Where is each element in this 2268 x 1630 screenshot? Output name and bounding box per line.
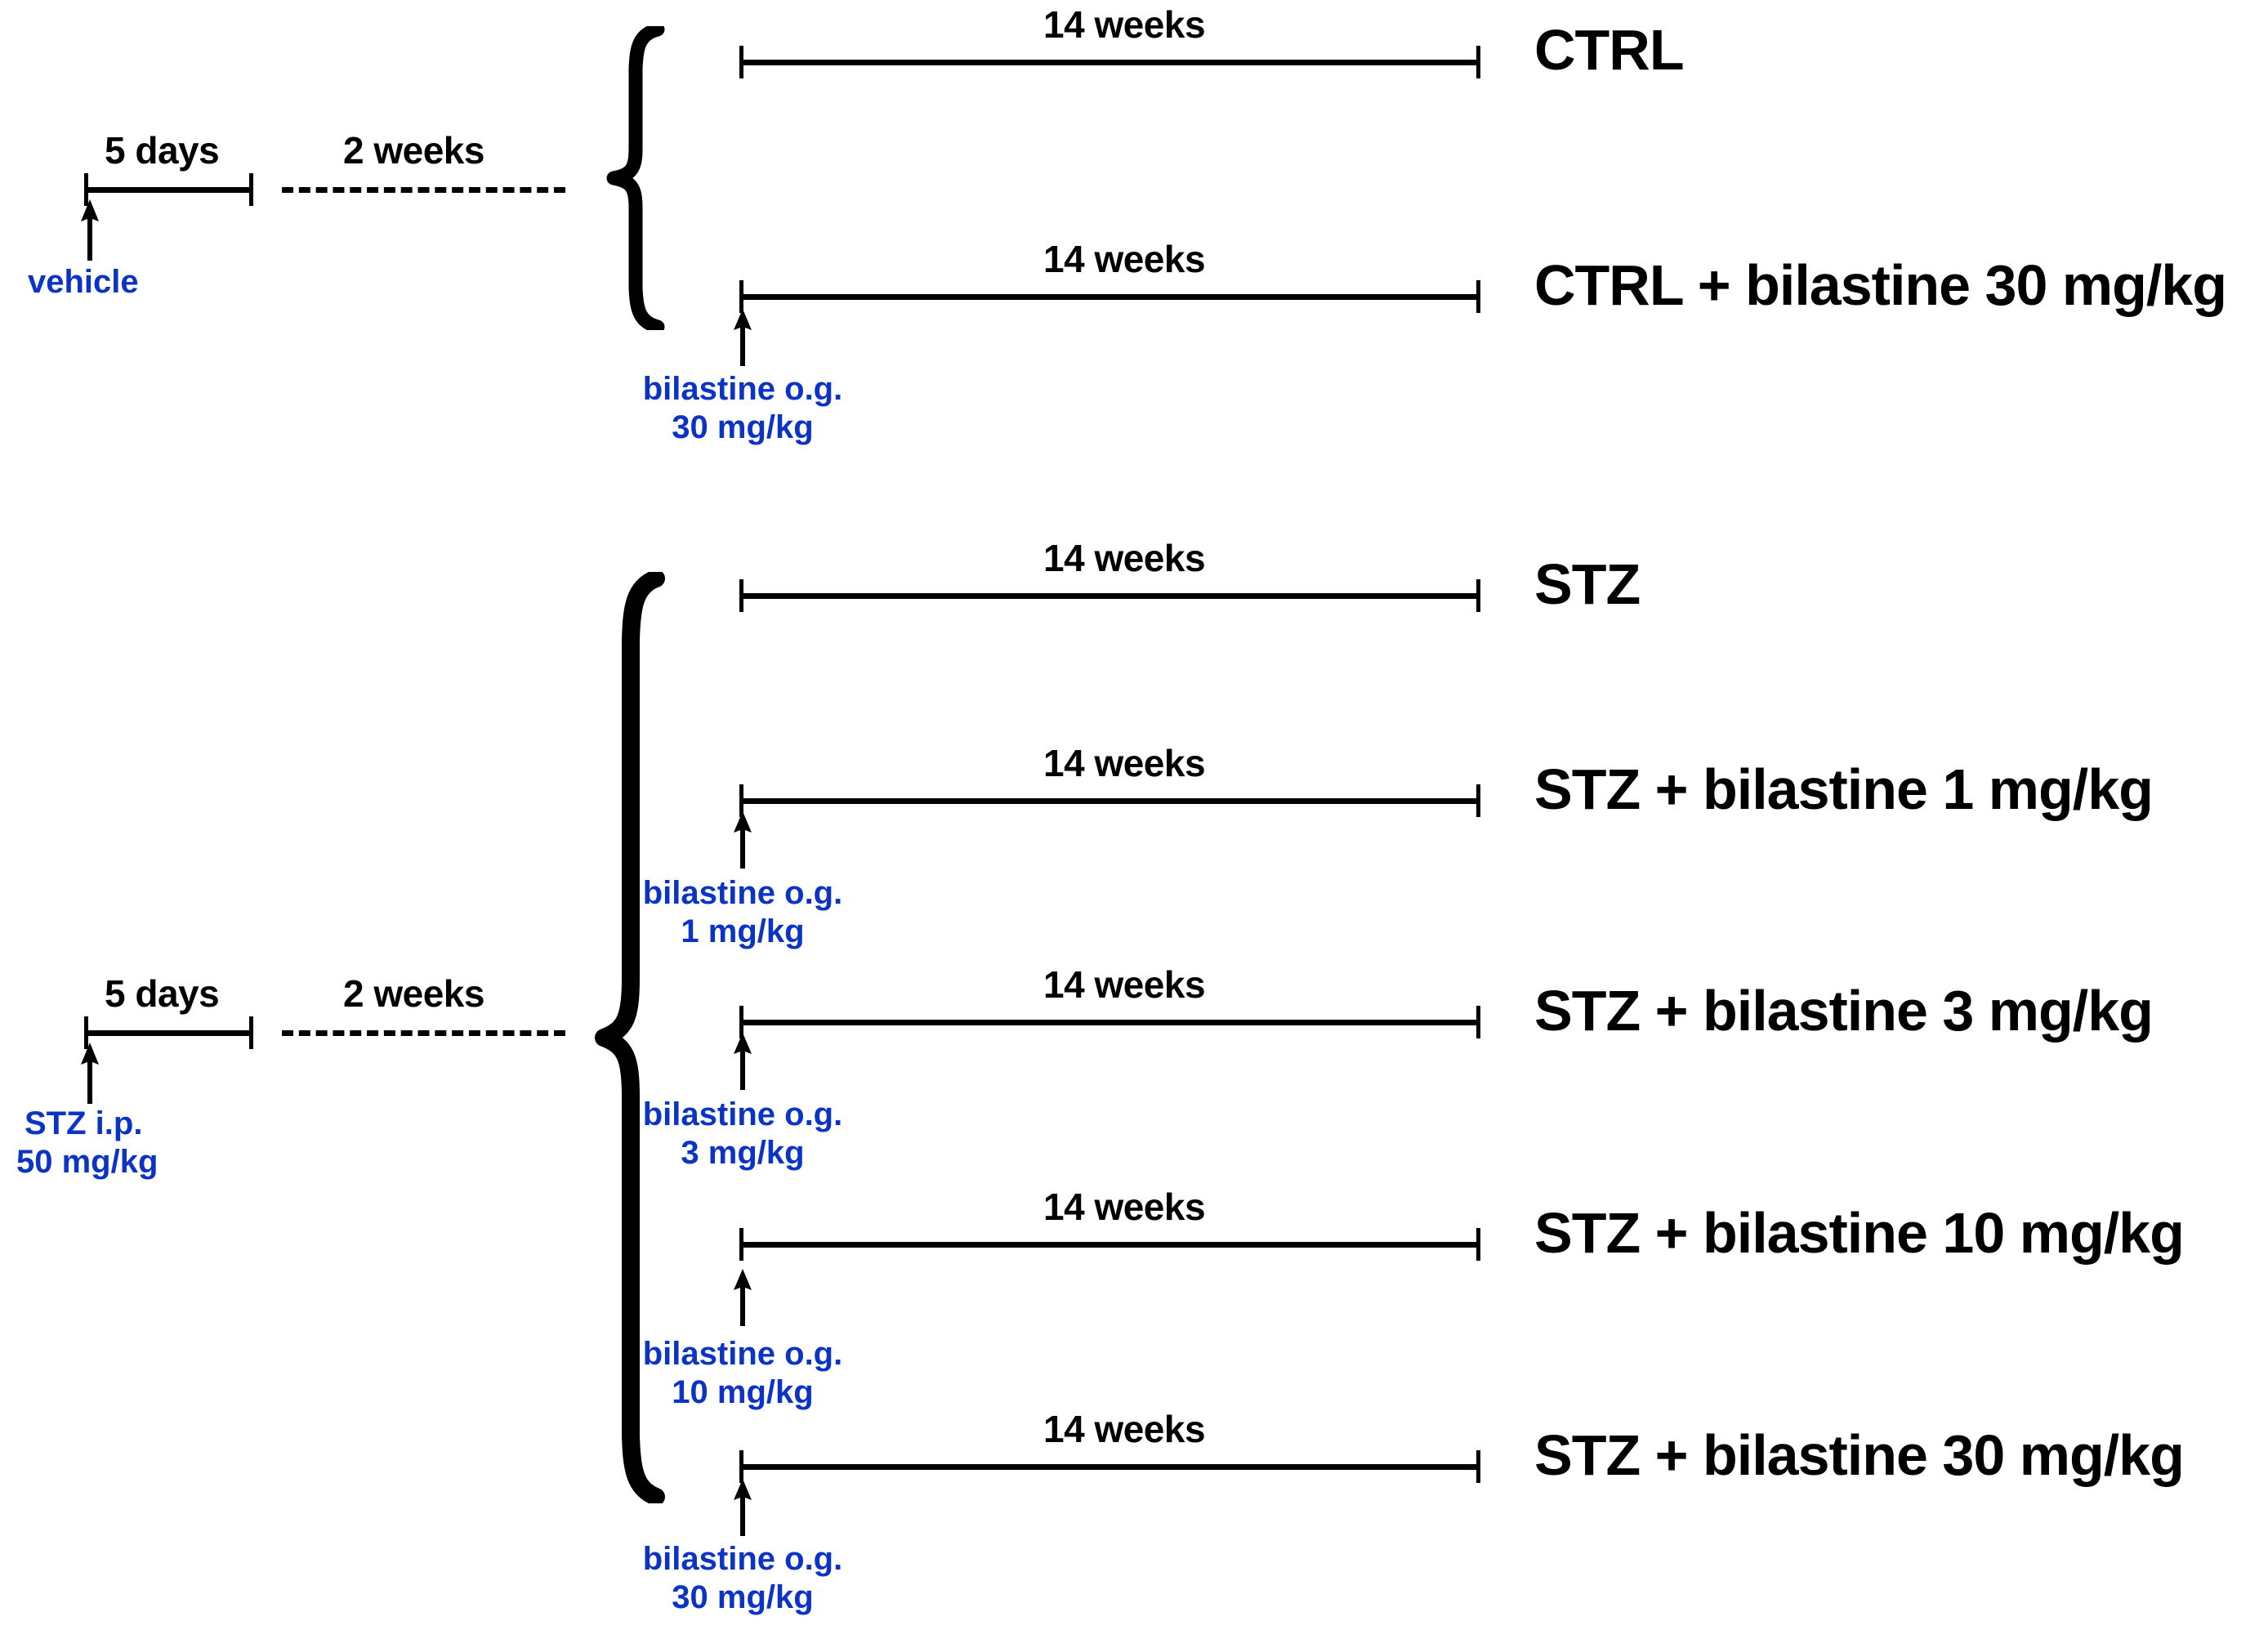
stz-5days-rule — [84, 1030, 253, 1036]
ctrl-5days-right-cap — [249, 173, 253, 206]
ctrl-5days-label: 5 days — [105, 129, 220, 172]
stz-bil3-dose-line1: bilastine o.g. — [642, 1096, 843, 1132]
ctrl-5days-rule — [84, 187, 253, 193]
stz-bil30-duration-label: 14 weeks — [1043, 1408, 1206, 1450]
stz-bil30-timeline-rule — [739, 1464, 1480, 1470]
ctrl-timeline-right-cap — [1476, 46, 1480, 78]
stz-bil10-dose-line1: bilastine o.g. — [642, 1336, 843, 1372]
stz-bil3-dose-line2: 3 mg/kg — [681, 1135, 805, 1171]
ctrl-bil30-dose-line1: bilastine o.g. — [642, 371, 843, 407]
stz-bil1-timeline-rule — [739, 798, 1480, 804]
stz-group-brace — [592, 572, 666, 1503]
ctrl-duration-label: 14 weeks — [1043, 3, 1206, 46]
ctrl-5days-left-cap — [84, 173, 88, 206]
stz-bil3-timeline-right-cap — [1476, 1006, 1480, 1038]
stz-bil30-timeline-right-cap — [1476, 1450, 1480, 1483]
stz-bil3-timeline-rule — [739, 1020, 1480, 1025]
stz-bil3-timeline-left-cap — [739, 1006, 743, 1038]
stz-bil1-timeline-right-cap — [1476, 784, 1480, 817]
group-label-stz-bilastine-30: STZ + bilastine 30 mg/kg — [1534, 1423, 2185, 1487]
stz-bil1-timeline-left-cap — [739, 784, 743, 817]
stz-bil10-timeline-left-cap — [739, 1228, 743, 1261]
ctrl-vehicle-label: vehicle — [28, 264, 139, 300]
stz-bil30-timeline-left-cap — [739, 1450, 743, 1483]
stz-bil10-dose-line2: 10 mg/kg — [672, 1374, 814, 1410]
ctrl-bil30-dose-line2: 30 mg/kg — [672, 409, 814, 445]
ctrl-group-brace — [600, 26, 666, 330]
ctrl-timeline-rule — [739, 60, 1480, 65]
ctrl-timeline-left-cap — [739, 46, 743, 78]
stz-bil3-duration-label: 14 weeks — [1043, 963, 1206, 1006]
ctrl-vehicle-arrow-icon — [74, 199, 106, 261]
ctrl-bil30-timeline-right-cap — [1476, 280, 1480, 313]
group-label-stz-bilastine-3: STZ + bilastine 3 mg/kg — [1534, 979, 2154, 1043]
group-label-stz-bilastine-10: STZ + bilastine 10 mg/kg — [1534, 1201, 2185, 1265]
group-label-stz-bilastine-1: STZ + bilastine 1 mg/kg — [1534, 757, 2154, 821]
stz-timeline-right-cap — [1476, 579, 1480, 612]
group-label-ctrl-bilastine-30: CTRL + bilastine 30 mg/kg — [1534, 253, 2227, 317]
stz-duration-label: 14 weeks — [1043, 537, 1206, 579]
stz-2weeks-rule — [282, 1030, 565, 1036]
stz-timeline-left-cap — [739, 579, 743, 612]
stz-bil30-dose-line1: bilastine o.g. — [642, 1541, 843, 1577]
stz-bil1-dose-line2: 1 mg/kg — [681, 913, 805, 949]
stz-bil3-dose-arrow-icon — [726, 1033, 759, 1090]
stz-5days-label: 5 days — [105, 972, 220, 1015]
stz-bil30-dose-line2: 30 mg/kg — [672, 1579, 814, 1615]
stz-injection-line2: 50 mg/kg — [16, 1144, 158, 1180]
stz-bil10-timeline-rule — [739, 1242, 1480, 1248]
stz-bil10-timeline-right-cap — [1476, 1228, 1480, 1261]
ctrl-bil30-timeline-rule — [739, 294, 1480, 300]
stz-bil10-dose-arrow-icon — [726, 1269, 759, 1326]
group-label-ctrl: CTRL — [1534, 18, 1685, 82]
ctrl-2weeks-label: 2 weeks — [343, 129, 484, 172]
stz-2weeks-label: 2 weeks — [343, 972, 484, 1015]
stz-bil10-duration-label: 14 weeks — [1043, 1186, 1206, 1228]
stz-5days-left-cap — [84, 1016, 88, 1049]
stz-bil30-dose-arrow-icon — [726, 1479, 759, 1536]
ctrl-2weeks-rule — [282, 187, 565, 193]
stz-bil1-duration-label: 14 weeks — [1043, 742, 1206, 784]
stz-timeline-rule — [739, 593, 1480, 599]
ctrl-bil30-timeline-left-cap — [739, 280, 743, 313]
stz-bil1-dose-arrow-icon — [726, 811, 759, 869]
ctrl-bil30-dose-arrow-icon — [726, 309, 759, 366]
stz-injection-arrow-icon — [74, 1043, 106, 1104]
stz-bil1-dose-line1: bilastine o.g. — [642, 875, 843, 911]
ctrl-bil30-duration-label: 14 weeks — [1043, 238, 1206, 280]
stz-5days-right-cap — [249, 1016, 253, 1049]
stz-injection-line1: STZ i.p. — [25, 1105, 143, 1141]
group-label-stz: STZ — [1534, 552, 1641, 616]
